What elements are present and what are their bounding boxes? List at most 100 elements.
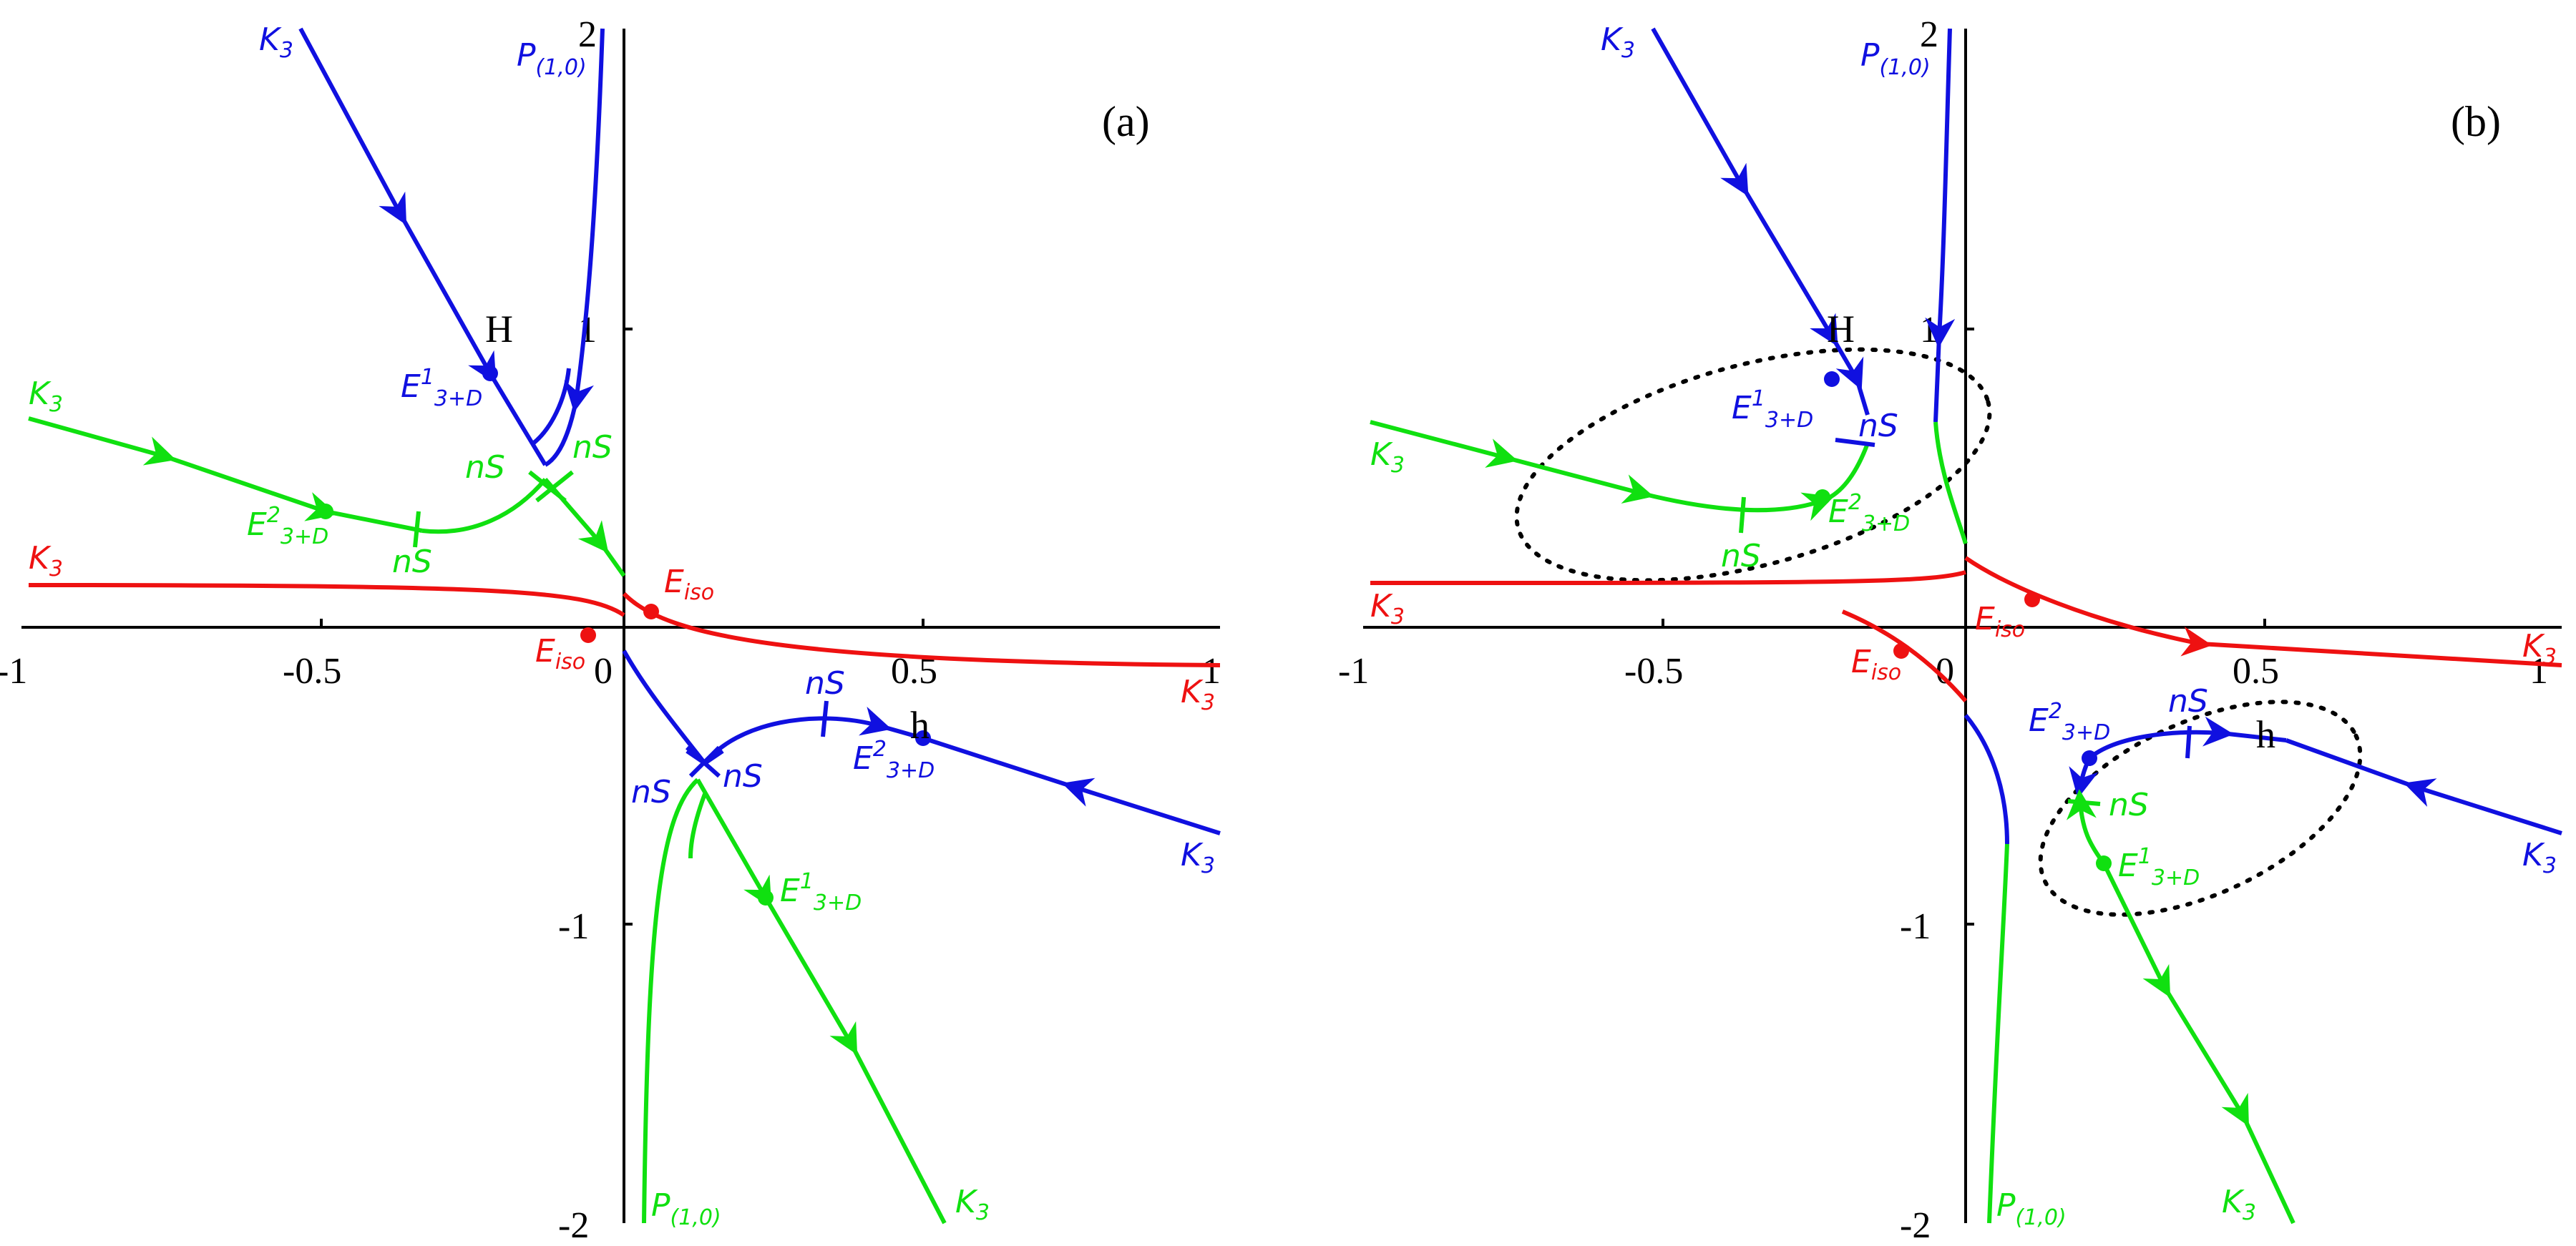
green-center-b [1933, 421, 1968, 544]
label-H-a: H [485, 308, 513, 350]
ns-mark-blue-upper-b [1835, 438, 1875, 447]
label-k3-blueright-b: K3 [2522, 837, 2557, 878]
ytick-label-b-m1: -1 [1900, 906, 1931, 947]
label-k3-redleft-b: K3 [1370, 588, 1405, 629]
label-p10-bottom-b: P(1,0) [1996, 1187, 2067, 1230]
label-p10-top-b: P(1,0) [1860, 37, 1931, 80]
label-ns-5-a: nS [631, 774, 671, 810]
label-E2-center-b: E23+D [1828, 490, 1910, 536]
dotted-ellipse-lower-b [2038, 700, 2363, 917]
blue-orbits-a [298, 27, 1221, 835]
ns-mark-blue-a [821, 700, 829, 737]
label-k3-topleft-a: K3 [259, 21, 293, 63]
ns-mark-green-lower-b [2067, 799, 2101, 806]
point-Eiso-left-a [580, 627, 596, 643]
ns-mark-green-x2-a [535, 470, 574, 503]
label-ns-blue-lower-b: nS [2168, 683, 2208, 720]
xtick-label-a-1: 1 [1202, 651, 1221, 692]
ns-mark-blue-lower-b [2185, 725, 2192, 759]
ns-mark-green-a [413, 511, 421, 548]
ytick-label-a-2: 2 [578, 14, 597, 55]
green-mid-a [421, 478, 547, 534]
tick-labels-a: -1 -0.5 0 0.5 1 2 1 -1 -2 [0, 14, 1221, 1246]
point-E2-h-b [2082, 750, 2097, 766]
label-h-b: h [2256, 713, 2275, 756]
label-eiso-right-a: Eiso [664, 564, 714, 605]
label-ns-upper-blue-b: nS [1858, 408, 1898, 444]
blue-p10-curve-b [1925, 28, 1956, 423]
label-p10-bottom-a: P(1,0) [651, 1187, 721, 1230]
point-E1-lower-a [758, 890, 774, 906]
green-k3-left-a [28, 416, 423, 533]
ytick-label-b-1: 1 [1920, 310, 1938, 350]
blue-hook-a [703, 706, 924, 765]
label-p10-top-a: P(1,0) [517, 37, 587, 80]
red-right-b [1964, 556, 2562, 667]
xtick-label-b-m1: -1 [1338, 651, 1369, 692]
point-E1-H-b [1824, 371, 1840, 387]
label-k3-redright-a: K3 [1181, 674, 1215, 715]
green-inner-a [688, 793, 707, 859]
green-k3-bottom-b [2102, 862, 2296, 1225]
label-k3-greenbottom-b: K3 [2222, 1184, 2256, 1225]
ytick-label-a-m2: -2 [558, 1205, 589, 1246]
label-eiso-right-b: Eiso [1975, 601, 2025, 642]
panel-b: -1 -0.5 0 0.5 1 2 1 -1 -2 (b) [1338, 14, 2562, 1246]
point-E2-h-a [915, 730, 931, 746]
panel-a: -1 -0.5 0 0.5 1 2 1 -1 -2 (a) [0, 14, 1221, 1246]
green-orbits-a [28, 416, 947, 1225]
label-k3-greenleft-a: K3 [29, 376, 63, 417]
label-E1-lower-a: E13+D [780, 869, 862, 916]
axes-a [21, 29, 1220, 1223]
xtick-label-a-m1: -1 [0, 651, 27, 692]
label-ns-6-a: nS [723, 758, 763, 795]
dotted-ellipse-upper-b [1514, 347, 1992, 583]
label-ns-green-lower-b: nS [2109, 787, 2149, 823]
label-k3-blueright-a: K3 [1181, 837, 1215, 878]
point-E1-H-a [482, 366, 498, 381]
point-Eiso-left-b [1893, 643, 1909, 659]
label-ns-1-a: nS [465, 449, 505, 486]
ns-mark-blue-x2-a [688, 745, 721, 778]
label-k3-greenbottom-a: K3 [955, 1184, 990, 1225]
panel-tag-a: (a) [1102, 98, 1150, 145]
axes-b [1363, 29, 2562, 1223]
label-k3-greenleft-b: K3 [1370, 436, 1405, 478]
label-E1-lower-b: E13+D [2118, 844, 2200, 891]
point-Eiso-right-a [643, 604, 659, 619]
blue-k3-right-a [922, 736, 1221, 835]
ns-mark-green-left-b [1739, 496, 1746, 534]
blue-p10-curve-a [544, 28, 605, 467]
ytick-label-b-2: 2 [1920, 14, 1938, 55]
label-h-a: h [910, 704, 930, 747]
blue-k3-right-b [2285, 738, 2562, 835]
xtick-label-b-05: 0.5 [2233, 651, 2279, 692]
xtick-label-a-0: 0 [594, 651, 613, 692]
green-k3-bottom-a [696, 778, 947, 1225]
label-E2-right-a: E23+D [853, 737, 935, 783]
label-k3-redleft-a: K3 [29, 540, 63, 582]
labels-b: K3 P(1,0) H E13+D nS K3 E23+D nS K3 Eiso… [1370, 21, 2557, 1230]
ytick-label-b-m2: -2 [1900, 1205, 1931, 1246]
label-eiso-left-a: Eiso [535, 633, 585, 674]
label-ns-4-a: nS [805, 665, 845, 702]
panel-tag-b: (b) [2451, 98, 2501, 145]
point-E1-lower-b [2096, 855, 2112, 871]
ns-mark-green-x1-a [528, 470, 567, 503]
blue-hook-b [2088, 716, 2287, 760]
xtick-label-b-1: 1 [2529, 651, 2548, 692]
blue-k3-line-a [298, 27, 547, 466]
blue-lower-a [622, 649, 707, 765]
label-E2-left-a: E23+D [247, 503, 328, 549]
label-ns-3-a: nS [392, 544, 432, 580]
point-Eiso-right-b [2024, 592, 2040, 607]
labels-a: K3 P(1,0) H E13+D K3 nS nS E23+D nS K3 E… [29, 21, 1215, 1230]
red-left-a [28, 583, 625, 617]
label-eiso-left-b: Eiso [1851, 644, 1901, 685]
green-lower-p-b [1987, 843, 2009, 1224]
label-k3-redright-b: K3 [2522, 628, 2557, 669]
ns-marks-b [1739, 438, 2192, 806]
point-E2-center-b [1815, 489, 1830, 505]
blue-inner-a [532, 368, 571, 446]
ytick-label-a-m1: -1 [558, 906, 589, 947]
